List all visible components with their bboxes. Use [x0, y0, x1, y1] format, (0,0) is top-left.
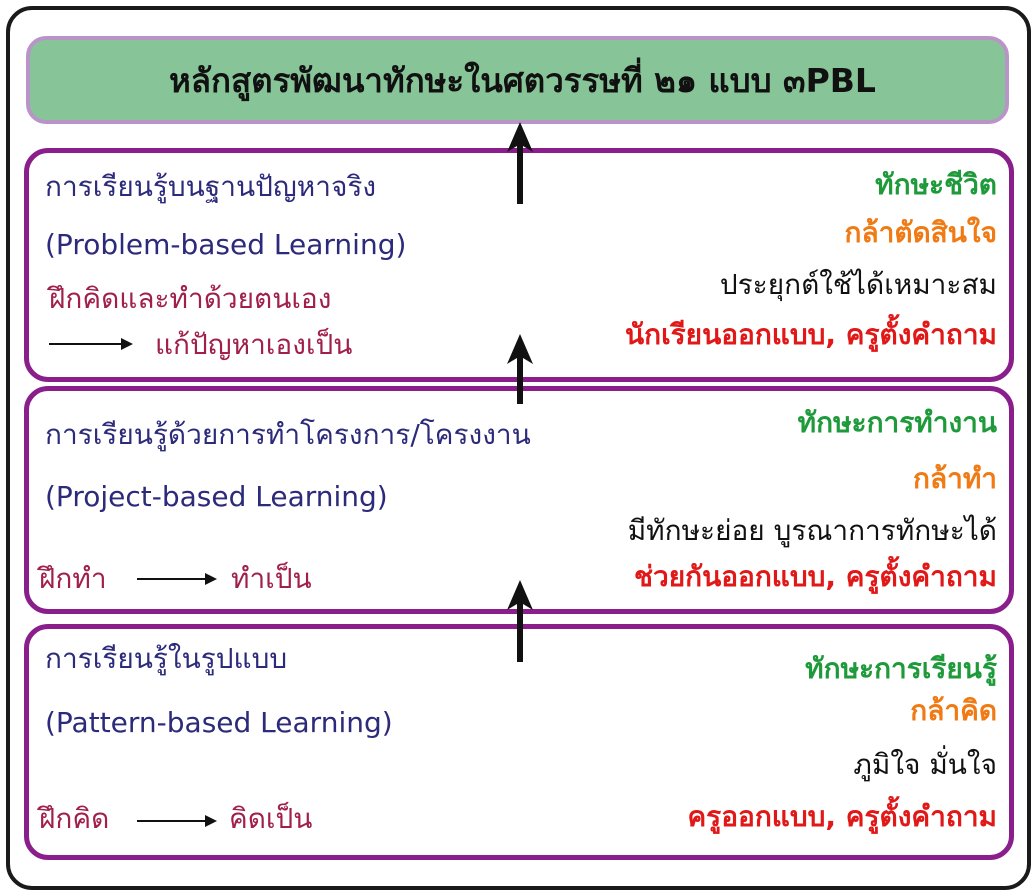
courage-label: กล้าตัดสินใจ — [844, 216, 997, 249]
roles-label: ครูออกแบบ, ครูตั้งคำถาม — [687, 800, 997, 833]
practice-text: ฝึกคิดและทำด้วยตนเอง — [49, 282, 332, 315]
title-box: หลักสูตรพัฒนาทักษะในศตวรรษที่ ๒๑ แบบ ๓PB… — [26, 36, 1009, 124]
diagram-title: หลักสูตรพัฒนาทักษะในศตวรรษที่ ๒๑ แบบ ๓PB… — [169, 60, 876, 100]
level-name-en: (Problem-based Learning) — [45, 228, 407, 261]
level-name-en: (Project-based Learning) — [45, 480, 388, 513]
level-name-th: การเรียนรู้บนฐานปัญหาจริง — [45, 170, 377, 203]
skill-label: ทักษะการทำงาน — [797, 406, 997, 439]
up-arrow-icon — [507, 580, 533, 662]
skill-label: ทักษะชีวิต — [875, 168, 997, 201]
roles-label: นักเรียนออกแบบ, ครูตั้งคำถาม — [624, 318, 997, 351]
roles-label: ช่วยกันออกแบบ, ครูตั้งคำถาม — [633, 560, 997, 593]
ability-label: ภูมิใจ มั่นใจ — [853, 748, 997, 781]
up-arrow-icon — [507, 122, 533, 204]
right-arrow-icon — [137, 815, 217, 827]
practice-text: ฝึกทำ — [39, 562, 107, 595]
outcome-text: แก้ปัญหาเองเป็น — [155, 328, 353, 361]
courage-label: กล้าทำ — [912, 462, 997, 495]
right-arrow-icon — [49, 338, 133, 350]
ability-label: มีทักษะย่อย บูรณาการทักษะได้ — [627, 514, 997, 547]
outcome-text: ทำเป็น — [231, 562, 312, 595]
up-arrow-icon — [507, 334, 533, 404]
level-name-th: การเรียนรู้ในรูปแบบ — [45, 642, 288, 675]
outcome-text: คิดเป็น — [229, 802, 313, 835]
ability-label: ประยุกต์ใช้ได้เหมาะสม — [719, 268, 997, 301]
practice-text: ฝึกคิด — [39, 802, 110, 835]
level-name-th: การเรียนรู้ด้วยการทำโครงการ/โครงงาน — [45, 418, 531, 451]
right-arrow-icon — [137, 573, 217, 585]
level-name-en: (Pattern-based Learning) — [45, 706, 393, 739]
courage-label: กล้าคิด — [910, 694, 997, 727]
skill-label: ทักษะการเรียนรู้ — [805, 652, 997, 685]
